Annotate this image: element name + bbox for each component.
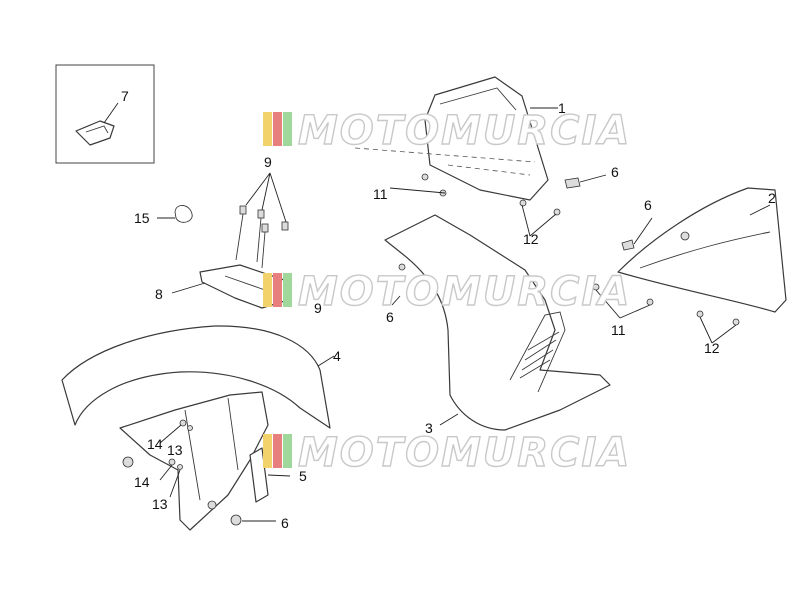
- screws-part-6: [230, 174, 653, 526]
- watermark-text: MOTOMURCIA: [298, 269, 631, 315]
- watermark-logo: MOTOMURCIA: [263, 107, 631, 155]
- screws-11-12: [389, 173, 740, 344]
- watermark-text: MOTOMURCIA: [298, 108, 631, 154]
- inset-part-7: [55, 64, 155, 164]
- callout-12: 12: [523, 231, 539, 247]
- callout-11: 11: [373, 186, 388, 202]
- callout-11: 11: [611, 322, 626, 338]
- callout-14: 14: [134, 474, 150, 490]
- callout-6: 6: [611, 164, 619, 180]
- callout-9: 9: [264, 154, 272, 170]
- part-8-bracket: [171, 264, 291, 309]
- callout-14: 14: [147, 436, 163, 452]
- callout-6: 6: [281, 515, 289, 531]
- callout-6: 6: [644, 197, 652, 213]
- callout-labels: 1 2 3 4 5 6 6 6 6 7 8 9 9 11 11 12 12 13…: [121, 88, 776, 531]
- callout-13: 13: [167, 442, 183, 458]
- callout-8: 8: [155, 286, 163, 302]
- watermark-logo: MOTOMURCIA: [263, 429, 631, 477]
- part-1-upper-panel: [354, 76, 558, 201]
- part-4-mudguard: [61, 325, 335, 531]
- callout-5: 5: [299, 468, 307, 484]
- part-3-inner-shield: [384, 214, 611, 431]
- part-15-clip: [157, 205, 193, 223]
- watermark-text: MOTOMURCIA: [298, 430, 631, 476]
- callout-12: 12: [704, 340, 720, 356]
- callout-2: 2: [768, 190, 776, 206]
- watermark-logo: MOTOMURCIA: [263, 268, 631, 316]
- part-2-side-panel: [617, 187, 787, 313]
- nuts-13-14: [159, 419, 193, 498]
- callout-1: 1: [558, 100, 566, 116]
- callout-3: 3: [425, 420, 433, 436]
- callout-4: 4: [333, 348, 341, 364]
- callout-9: 9: [314, 300, 322, 316]
- screws-part-9: [235, 172, 289, 269]
- callout-15: 15: [134, 210, 150, 226]
- callout-6: 6: [386, 309, 394, 325]
- callout-13: 13: [152, 496, 168, 512]
- callout-7: 7: [121, 88, 129, 104]
